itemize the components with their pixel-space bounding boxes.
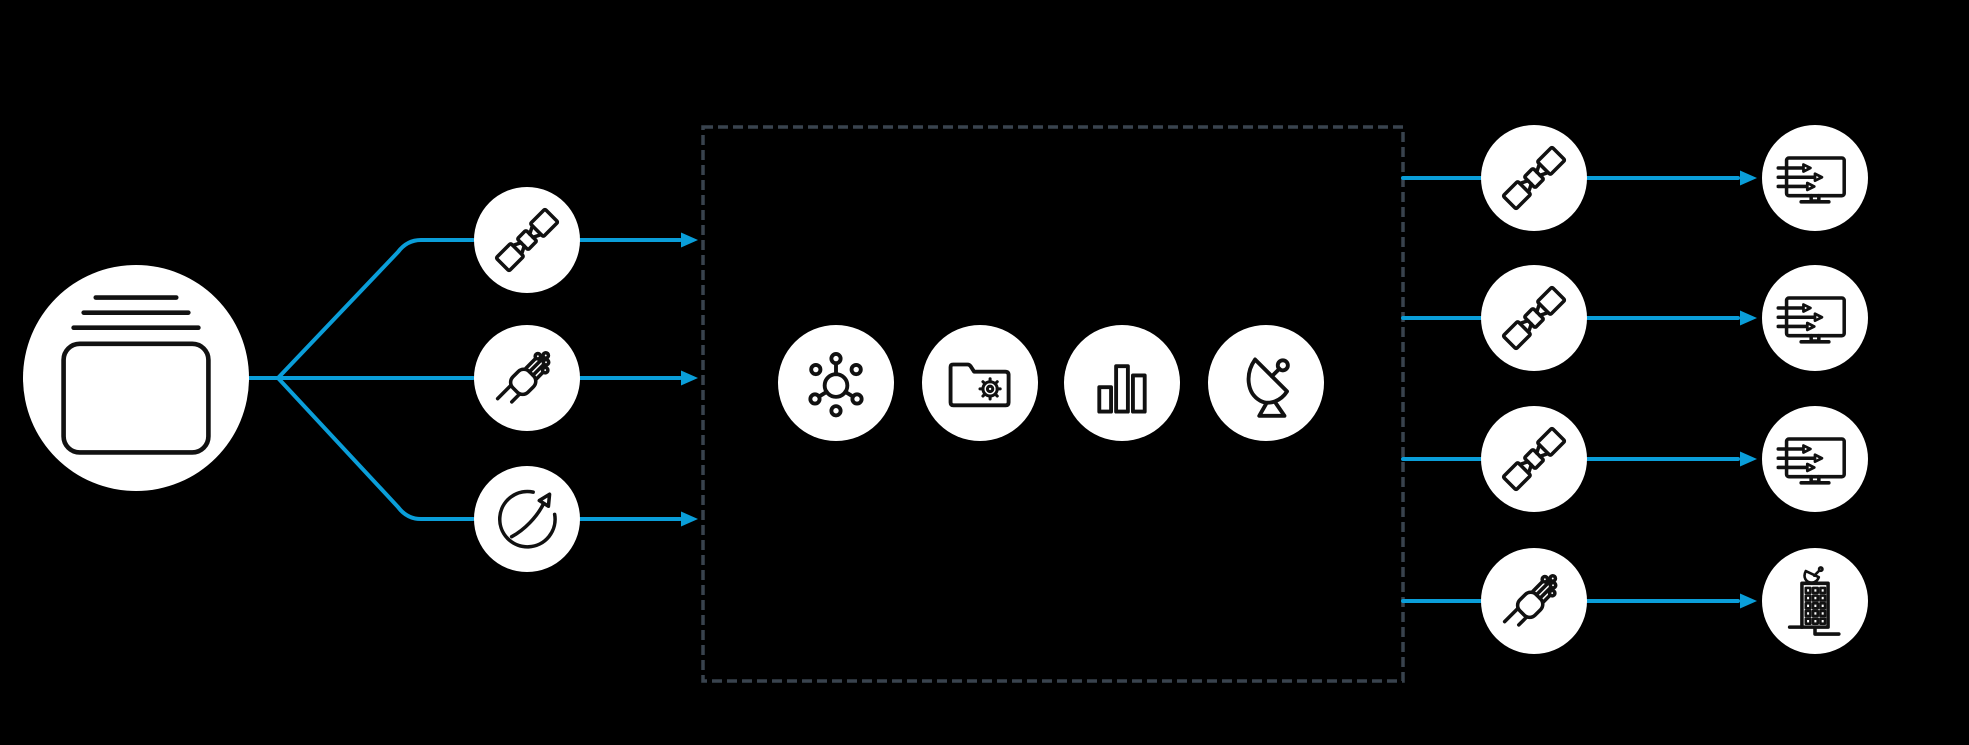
distribution-satellite-node-1 — [1481, 125, 1587, 231]
node-layer — [23, 125, 1868, 654]
distribution-to-receiver-3-arrowhead — [1740, 451, 1757, 467]
distribution-to-receiver-1-arrowhead — [1740, 170, 1757, 186]
distribution-satellite-node-2 — [1481, 265, 1587, 371]
ingest-fiber-node — [474, 325, 580, 431]
receiver-screen-node-3 — [1762, 406, 1868, 512]
ingest-satellite-node — [474, 187, 580, 293]
source-branch-up — [276, 238, 475, 380]
ingest-to-platform-3-arrowhead — [681, 511, 698, 527]
receiver-screen-node-1 — [1762, 125, 1868, 231]
boundary-layer — [701, 125, 1405, 683]
ingest-to-platform-2-arrowhead — [681, 370, 698, 386]
platform-network-hub-node-circle — [778, 325, 894, 441]
distribution-satellite-node-3-circle — [1481, 406, 1587, 512]
source-branch-down — [276, 376, 475, 521]
ingest-satellite-node-circle — [474, 187, 580, 293]
distribution-satellite-node-1-circle — [1481, 125, 1587, 231]
ingest-to-platform-1-arrowhead — [681, 232, 698, 248]
platform-ground-station-node-circle — [1208, 325, 1324, 441]
platform-network-hub-node — [778, 325, 894, 441]
platform-analytics-node — [1064, 325, 1180, 441]
source-media-stack-node-circle — [23, 265, 249, 491]
receiver-screen-node-2 — [1762, 265, 1868, 371]
distribution-satellite-node-2-circle — [1481, 265, 1587, 371]
processing-boundary-box — [701, 125, 1405, 683]
distribution-satellite-node-3 — [1481, 406, 1587, 512]
platform-folder-gear-node-circle — [922, 325, 1038, 441]
receiver-building-node — [1762, 548, 1868, 654]
distribution-fiber-node-circle — [1481, 548, 1587, 654]
distribution-fiber-node — [1481, 548, 1587, 654]
distribution-to-receiver-2-arrowhead — [1740, 310, 1757, 326]
platform-ground-station-node — [1208, 325, 1324, 441]
ingest-sync-node — [474, 466, 580, 572]
platform-folder-gear-node — [922, 325, 1038, 441]
connector-layer — [247, 170, 1757, 609]
ingest-fiber-node-circle — [474, 325, 580, 431]
platform-analytics-node-circle — [1064, 325, 1180, 441]
source-media-stack-node — [23, 265, 249, 491]
ingest-sync-node-circle — [474, 466, 580, 572]
distribution-to-receiver-4-arrowhead — [1740, 593, 1757, 609]
